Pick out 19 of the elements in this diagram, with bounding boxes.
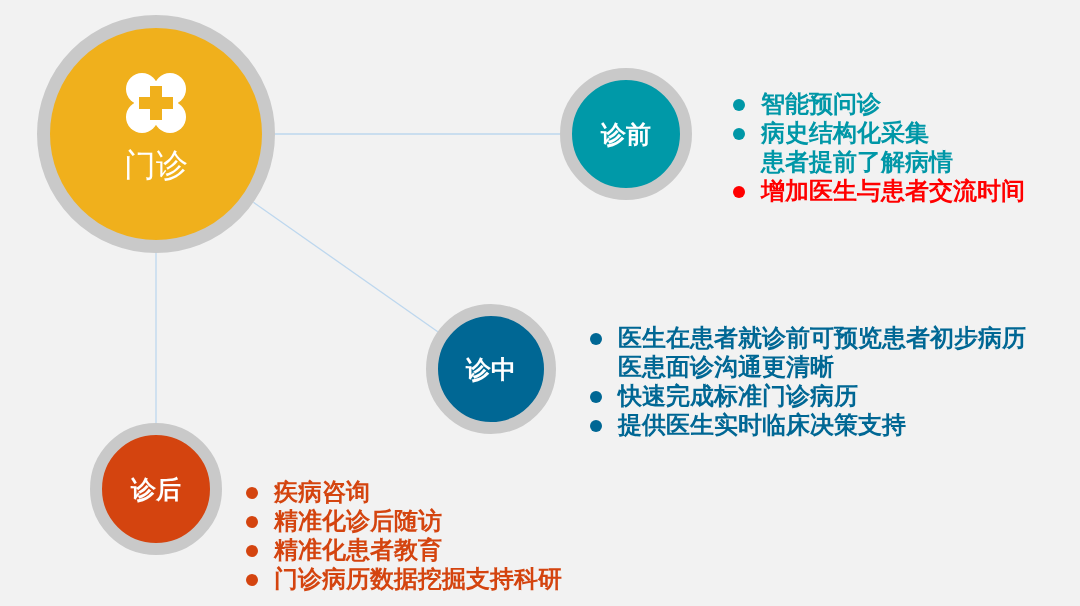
list-item: 病史结构化采集: [761, 119, 929, 148]
list-item: 精准化诊后随访: [274, 507, 442, 536]
list-item: 医生在患者就诊前可预览患者初步病历: [618, 324, 1026, 353]
list-item: 精准化患者教育: [274, 536, 442, 565]
node-label: 诊后: [129, 473, 182, 505]
list-item: 医患面诊沟通更清晰: [618, 353, 834, 382]
connector-line: [155, 252, 157, 424]
list-item: 疾病咨询: [274, 478, 370, 507]
node-label: 诊中: [464, 353, 517, 385]
list-item: 提供医生实时临床决策支持: [618, 411, 906, 440]
list-item: 增加医生与患者交流时间: [761, 177, 1025, 206]
connector-line: [252, 201, 439, 333]
list-item: 门诊病历数据挖掘支持科研: [274, 565, 562, 594]
list-item: 患者提前了解病情: [761, 148, 953, 177]
list-item: 智能预问诊: [761, 90, 881, 119]
node-label: 诊前: [599, 118, 652, 150]
node-label: 门诊: [123, 145, 189, 185]
list-item: 快速完成标准门诊病历: [618, 382, 858, 411]
connector-line: [274, 133, 561, 135]
